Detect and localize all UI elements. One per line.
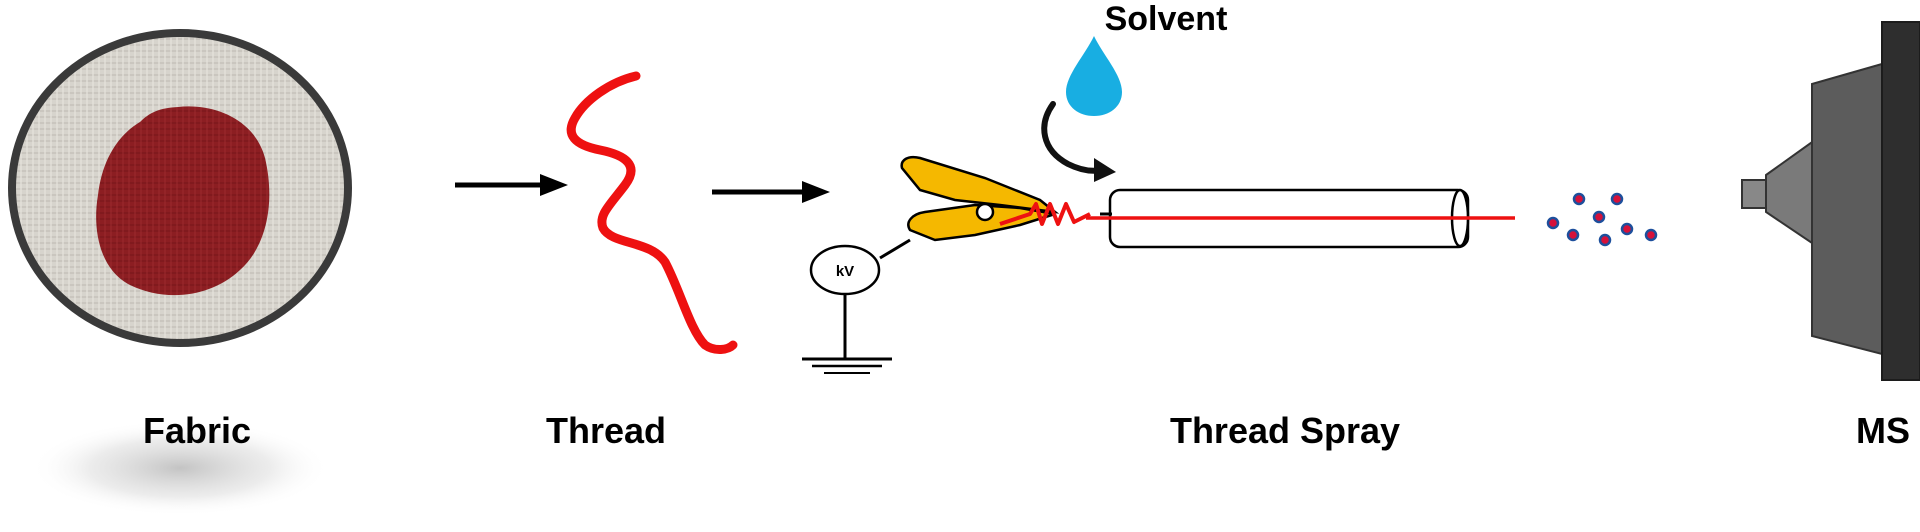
spray-droplet <box>1598 233 1612 247</box>
ms-inlet-cone <box>1765 138 1816 247</box>
thread-label: Thread <box>546 410 666 451</box>
alligator-clip <box>900 155 1060 242</box>
clip-lower-jaw <box>907 203 1056 242</box>
solvent-label: Solvent <box>1105 0 1228 38</box>
spray-droplets <box>1546 192 1658 247</box>
spray-droplet <box>1572 192 1586 206</box>
spray-capillary: Thread Spray <box>1086 188 1515 451</box>
thread-spray-label: Thread Spray <box>1170 410 1400 451</box>
ms-back-plate <box>1881 21 1920 381</box>
spray-droplet <box>1644 228 1658 242</box>
spray-droplet <box>1610 192 1624 206</box>
solvent-group: Solvent <box>1041 0 1228 182</box>
thread-coil <box>999 202 1091 226</box>
thread-group: Thread <box>546 71 738 451</box>
thread-strand <box>566 71 738 354</box>
clip-upper-jaw <box>900 155 1060 214</box>
mass-spectrometer: MS <box>1741 21 1920 451</box>
solvent-drop-icon <box>1066 36 1122 116</box>
clip-pivot <box>975 202 995 222</box>
blood-stain <box>96 106 270 296</box>
ms-inlet-tip <box>1741 179 1767 209</box>
fabric-label: Fabric <box>143 410 251 451</box>
spray-droplet <box>1546 216 1560 230</box>
arrow-thread-to-spray <box>712 181 830 203</box>
solvent-curved-arrow <box>1041 101 1105 174</box>
fabric-group: Fabric <box>8 29 352 516</box>
spray-droplet <box>1566 228 1580 242</box>
ms-body <box>1811 62 1883 356</box>
fabric-shadow <box>30 420 330 516</box>
voltage-source: kV <box>802 238 911 374</box>
spray-droplet <box>1620 222 1634 236</box>
ms-label: MS <box>1856 410 1910 451</box>
spray-droplet <box>1592 210 1606 224</box>
ground-icon <box>802 357 892 374</box>
kv-label: kV <box>836 263 854 280</box>
arrow-fabric-to-thread <box>455 174 568 196</box>
